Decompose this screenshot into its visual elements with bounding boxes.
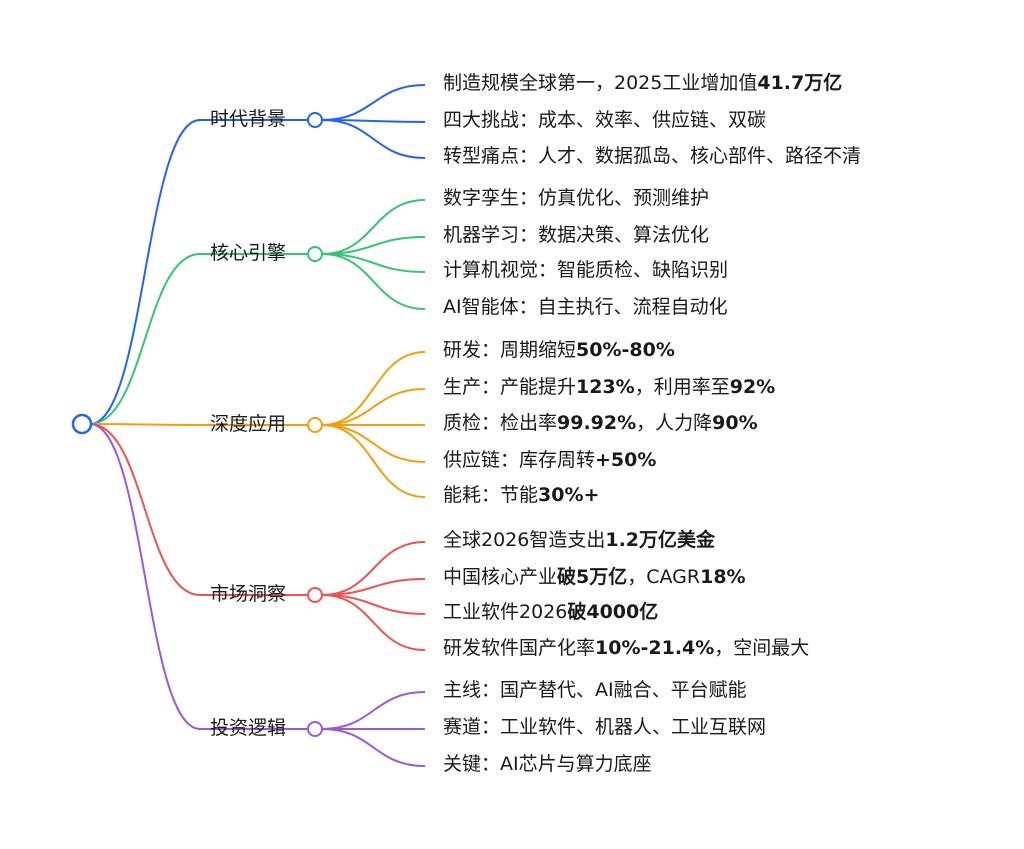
branch-leaf-link [321,351,426,426]
branch-leaf-link [321,253,426,273]
branch-leaf-link [321,594,426,651]
leaf-text: 能耗：节能 [443,484,539,506]
leaf-label: 研发：周期缩短50%-80% [443,341,675,360]
leaf-label: 四大挑战：成本、效率、供应链、双碳 [443,111,766,130]
branch-leaf-link [321,578,426,596]
branch-label-market: 市场洞察 [210,583,287,605]
leaf-text: 生产：产能提升 [443,376,577,398]
leaf-text: 计算机视觉：智能质检、缺陷识别 [443,259,729,281]
root-branch-link [89,253,201,425]
leaf-text: 四大挑战：成本、效率、供应链、双碳 [443,109,767,131]
leaf-text: 主线：国产替代、AI融合、平台赋能 [443,679,747,701]
branch-leaf-link [321,119,426,159]
root-branch-link [89,423,201,596]
root-branch-link [89,119,201,425]
branch-node-circle[interactable] [307,587,323,603]
leaf-highlight: 破5万亿 [557,566,628,588]
leaf-label: AI智能体：自主执行、流程自动化 [443,298,728,317]
branch-leaf-link [321,199,426,255]
leaf-label: 机器学习：数据决策、算法优化 [443,226,709,245]
branch-label-background: 时代背景 [210,108,287,130]
leaf-text: 转型痛点：人才、数据孤岛、核心部件、路径不清 [443,145,862,167]
leaf-text: ，人力降 [636,412,713,434]
leaf-highlight: +50% [595,449,657,471]
leaf-label: 制造规模全球第一，2025工业增加值41.7万亿 [443,74,842,93]
leaf-label: 数字孪生：仿真优化、预测维护 [443,189,709,208]
branch-leaf-link [321,424,426,498]
leaf-highlight: 92% [729,376,776,398]
leaf-highlight: 10%-21.4% [595,637,715,659]
branch-node-circle[interactable] [307,246,323,262]
branch-label-core-engine: 核心引擎 [210,242,287,264]
leaf-text: ，利用率至 [634,376,730,398]
branch-label-applications: 深度应用 [210,413,287,435]
branch-leaf-link [321,594,426,615]
branch-leaf-link [321,119,426,123]
leaf-label: 关键：AI芯片与算力底座 [443,755,652,774]
leaf-highlight: 123% [576,376,635,398]
branch-leaf-link [321,388,426,426]
leaf-label: 主线：国产替代、AI融合、平台赋能 [443,681,747,700]
leaf-text: 供应链：库存周转 [443,449,596,471]
leaf-text: ，空间最大 [714,637,810,659]
leaf-highlight: 1.2万亿美金 [605,529,716,551]
leaf-label: 赛道：工业软件、机器人、工业互联网 [443,718,766,737]
leaf-text: 研发：周期缩短 [443,339,577,361]
branch-node-circle[interactable] [307,112,323,128]
branch-leaf-link [321,728,426,767]
branch-leaf-link [321,424,426,463]
leaf-label: 转型痛点：人才、数据孤岛、核心部件、路径不清 [443,147,861,166]
branch-node-circle[interactable] [307,721,323,737]
leaf-label: 计算机视觉：智能质检、缺陷识别 [443,261,728,280]
leaf-highlight: 90% [712,412,758,434]
leaf-text: 制造规模全球第一，2025工业增加值 [443,72,758,94]
branch-leaf-link [321,691,426,730]
leaf-text: 关键：AI芯片与算力底座 [443,753,652,775]
leaf-highlight: 破4000亿 [567,601,659,623]
leaf-text: 中国核心产业 [443,566,558,588]
leaf-text: 质检：检出率 [443,412,558,434]
leaf-highlight: 18% [700,566,746,588]
root-branch-link [89,423,201,730]
branch-node-circle[interactable] [307,417,323,433]
leaf-label: 研发软件国产化率10%-21.4%，空间最大 [443,639,809,658]
leaf-text: 机器学习：数据决策、算法优化 [443,224,710,246]
branch-label-investment: 投资逻辑 [210,717,287,739]
branch-leaf-link [321,541,426,596]
leaf-highlight: 41.7万亿 [757,72,843,94]
leaf-label: 生产：产能提升123%，利用率至92% [443,378,775,397]
leaf-label: 能耗：节能30%+ [443,486,599,505]
leaf-text: AI智能体：自主执行、流程自动化 [443,296,728,318]
leaf-text: ，CAGR [627,566,701,588]
leaf-text: 研发软件国产化率 [443,637,596,659]
leaf-text: 赛道：工业软件、机器人、工业互联网 [443,716,767,738]
root-branch-link [89,423,201,426]
leaf-label: 工业软件2026破4000亿 [443,603,658,622]
leaf-label: 质检：检出率99.92%，人力降90% [443,414,758,433]
branch-leaf-link [321,236,426,255]
branch-leaf-link [321,253,426,310]
leaf-highlight: 99.92% [557,412,637,434]
leaf-label: 中国核心产业破5万亿，CAGR18% [443,568,746,587]
root-node-circle[interactable] [71,413,93,435]
leaf-text: 工业软件2026 [443,601,568,623]
leaf-highlight: 50%-80% [576,339,675,361]
leaf-text: 数字孪生：仿真优化、预测维护 [443,187,710,209]
leaf-text: 全球2026智造支出 [443,529,606,551]
leaf-highlight: 30%+ [538,484,600,506]
leaf-label: 全球2026智造支出1.2万亿美金 [443,531,715,550]
branch-leaf-link [321,84,426,121]
leaf-label: 供应链：库存周转+50% [443,451,656,470]
